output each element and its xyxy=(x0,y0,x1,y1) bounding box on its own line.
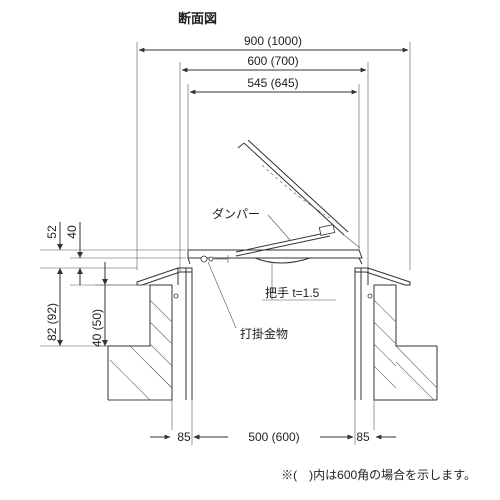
dim-85a-label: 85 xyxy=(177,430,191,444)
slab-right xyxy=(373,284,438,430)
diagram-title: 断面図 xyxy=(178,11,217,26)
frame-left xyxy=(136,267,193,400)
damper: ダンパー xyxy=(212,206,336,257)
top-dimension-600: 600 (700) xyxy=(179,54,369,272)
handle-callout: 把手 t=1.5 xyxy=(262,262,336,301)
closed-lid xyxy=(187,249,363,265)
latch-label: 打掛金物 xyxy=(240,326,288,341)
fastener-left xyxy=(173,293,179,299)
latch-callout: 打掛金物 xyxy=(207,261,288,341)
dim-545-label: 545 (645) xyxy=(247,76,298,90)
left-dimensions: 52 40 82 (92) 40 (50) xyxy=(40,222,186,347)
top-dimension-545: 545 (645) xyxy=(187,76,360,250)
fastener-right xyxy=(367,293,373,299)
dim-500-label: 500 (600) xyxy=(248,430,299,444)
slab-left xyxy=(107,284,173,430)
dim-40-label: 40 xyxy=(65,225,79,239)
dim-600-label: 600 (700) xyxy=(247,54,298,68)
footnote: ※( )内は600角の場合を示します。 xyxy=(281,467,476,482)
bottom-dimensions: 85 500 (600) 85 xyxy=(150,400,396,445)
open-lid xyxy=(237,139,361,249)
top-dimension-900: 900 (1000) xyxy=(136,34,411,270)
dim-85b-label: 85 xyxy=(356,430,370,444)
dim-900-label: 900 (1000) xyxy=(244,34,302,48)
handle-label: 把手 t=1.5 xyxy=(265,286,320,300)
dim-40-50-label: 40 (50) xyxy=(90,309,104,347)
frame-right xyxy=(354,267,411,400)
dim-52-label: 52 xyxy=(45,225,59,239)
damper-label: ダンパー xyxy=(212,206,260,221)
dim-82-label: 82 (92) xyxy=(45,303,59,341)
